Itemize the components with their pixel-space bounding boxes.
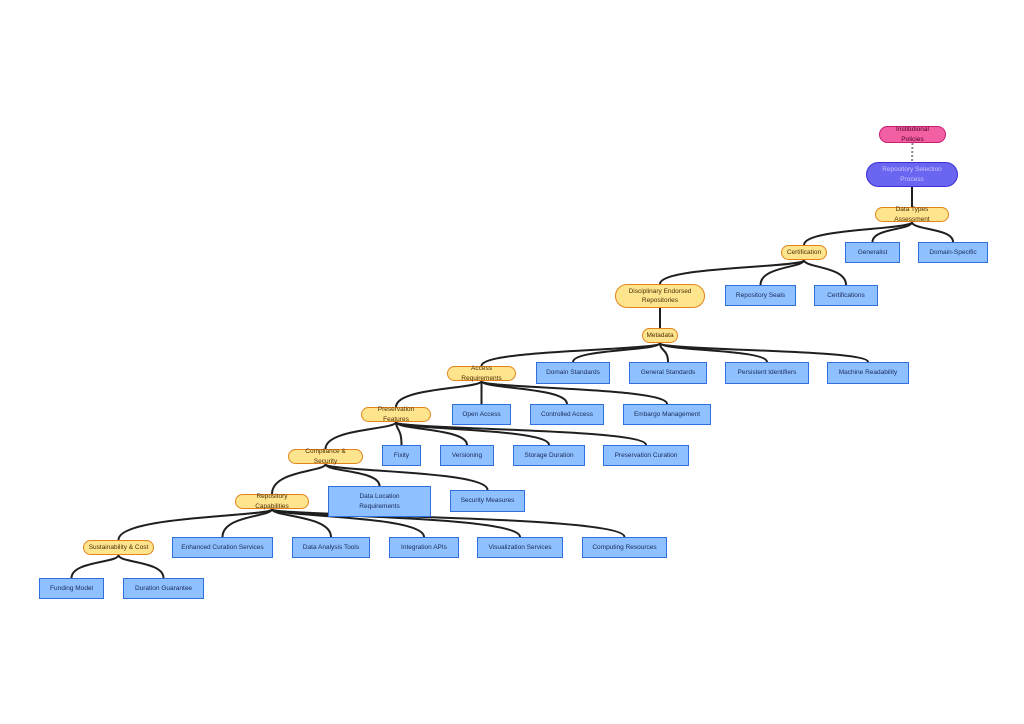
node-generalist: Generalist [845,242,900,263]
node-metadata: Metadata [642,328,678,343]
node-controlled-access: Controlled Access [530,404,604,425]
node-label: Preservation Features [377,406,415,423]
node-disciplinary-endorsed-repositories: Disciplinary Endorsed Repositories [615,284,705,308]
edge-data-types-assessment-to-certification [803,221,913,246]
edge-data-types-assessment-to-domain-specific [911,221,954,243]
node-access-requirements: Access Requirements [447,365,516,382]
edge-access-requirements-to-embargo-management [480,380,668,405]
edge-sustainability-cost-to-duration-guarantee [117,554,165,579]
node-certification: Certification [781,245,827,260]
node-preservation-features: Preservation Features [361,406,431,423]
node-label: Computing Resources [592,543,657,551]
node-enhanced-curation-services: Enhanced Curation Services [172,537,273,558]
edge-preservation-features-to-compliance-security [324,421,397,450]
node-security-measures: Security Measures [450,490,525,512]
node-fixity: Fixity [382,445,421,466]
edge-institutional-policies-to-repository-selection-process [911,142,914,163]
edge-certification-to-repository-seals [759,259,805,286]
edge-certification-to-certifications [803,259,847,286]
node-repository-seals: Repository Seals [725,285,796,306]
node-sustainability-cost: Sustainability & Cost [83,540,154,555]
node-label: Repository Seals [735,291,786,299]
node-domain-specific: Domain-Specific [918,242,988,263]
node-machine-readability: Machine Readability [827,362,909,384]
node-label: Repository Selection Process [882,166,942,183]
edge-metadata-to-domain-standards [572,342,661,363]
node-data-location-requirements: Data Location Requirements [328,486,431,517]
node-label: Data Location Requirements [359,493,400,510]
node-data-analysis-tools: Data Analysis Tools [292,537,370,558]
node-label: Repository Capabilities [255,493,289,510]
node-label: Certification [786,248,822,256]
node-label: Certifications [827,291,865,299]
node-preservation-curation: Preservation Curation [603,445,689,466]
node-label: Funding Model [50,584,93,592]
node-integration-apis: Integration APIs [389,537,459,558]
edge-compliance-security-to-repository-capabilities [271,463,327,495]
edge-metadata-to-machine-readability [659,342,869,363]
node-label: Data Analysis Tools [302,543,360,551]
node-label: Persistent Identifiers [737,369,797,377]
node-label: Visualization Services [488,543,552,551]
node-label: Security Measures [460,497,515,505]
node-label: Disciplinary Endorsed Repositories [628,287,692,304]
node-label: Metadata [646,331,674,339]
node-institutional-policies: Institutional Policies [879,126,946,143]
node-label: Embargo Management [633,410,701,418]
node-label: Fixity [393,451,410,459]
node-certifications: Certifications [814,285,878,306]
node-repository-selection-process: Repository Selection Process [866,162,958,187]
node-label: Versioning [451,451,483,459]
node-duration-guarantee: Duration Guarantee [123,578,204,599]
node-funding-model: Funding Model [39,578,104,599]
node-visualization-services: Visualization Services [477,537,563,558]
node-label: Domain-Specific [929,248,977,256]
node-compliance-security: Compliance & Security [288,448,363,465]
node-persistent-identifiers: Persistent Identifiers [725,362,809,384]
edge-repository-capabilities-to-enhanced-curation-services [221,508,273,538]
node-computing-resources: Computing Resources [582,537,667,558]
node-embargo-management: Embargo Management [623,404,711,425]
edge-sustainability-cost-to-funding-model [70,554,120,579]
edge-access-requirements-to-preservation-features [395,380,483,408]
node-general-standards: General Standards [629,362,707,384]
node-label: Integration APIs [401,543,447,551]
node-label: Institutional Policies [896,126,929,143]
node-domain-standards: Domain Standards [536,362,610,384]
node-versioning: Versioning [440,445,494,466]
node-label: Generalist [857,248,888,256]
node-storage-duration: Storage Duration [513,445,585,466]
node-label: General Standards [640,369,696,377]
node-label: Preservation Curation [614,451,678,459]
node-repository-capabilities: Repository Capabilities [235,493,309,510]
node-label: Duration Guarantee [134,584,193,592]
edge-preservation-features-to-preservation-curation [395,421,647,446]
node-label: Storage Duration [524,451,574,459]
edge-data-types-assessment-to-generalist [871,221,913,243]
node-label: Controlled Access [540,410,594,418]
edge-repository-capabilities-to-computing-resources [271,508,626,538]
node-label: Access Requirements [461,365,502,382]
node-open-access: Open Access [452,404,511,425]
node-label: Compliance & Security [305,448,346,465]
node-data-types-assessment: Data Types Assessment [875,206,949,223]
node-label: Open Access [462,410,501,418]
edge-compliance-security-to-security-measures [324,463,489,491]
node-label: Sustainability & Cost [88,543,149,551]
node-label: Enhanced Curation Services [181,543,264,551]
node-label: Domain Standards [546,369,600,377]
edge-repository-capabilities-to-sustainability-cost [117,508,273,541]
node-label: Data Types Assessment [894,206,930,223]
node-label: Machine Readability [838,369,898,377]
edge-certification-to-disciplinary-endorsed-repositories [659,259,805,285]
